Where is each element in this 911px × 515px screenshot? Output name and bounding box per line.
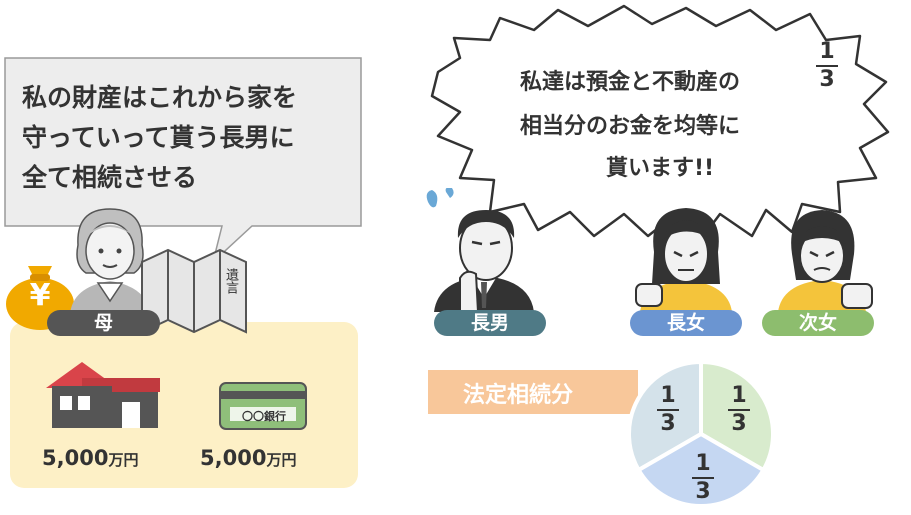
children-speech-line-3: 貰います!!: [606, 156, 715, 181]
house-amount-value: 5,000: [42, 446, 109, 470]
pie-slice-3: [635, 431, 767, 508]
pie-slice-1-num: 1: [660, 383, 676, 408]
bank-amount-unit: 万円: [266, 451, 297, 469]
pie-slice-1-label: 1 3: [657, 384, 679, 436]
pie-slice-2-label: 1 3: [728, 384, 750, 436]
house-amount: 5,000万円: [42, 446, 138, 470]
children-speech-bubble: [430, 4, 890, 240]
second-daughter-avatar: [778, 210, 873, 312]
speech-fraction: 1 3: [816, 40, 838, 92]
bank-card-icon: [219, 382, 307, 430]
children-speech-line-2: 相当分のお金を均等に: [520, 114, 741, 139]
legal-share-pie: [627, 359, 775, 508]
speech-fraction-num: 1: [819, 39, 835, 64]
mother-label: 母: [47, 310, 160, 336]
pie-slice-1-bar: [657, 409, 679, 411]
house-icon: [46, 362, 160, 428]
eldest-son-avatar: [426, 188, 534, 312]
pie-slice-2-num: 1: [731, 383, 747, 408]
yen-symbol: ¥: [29, 278, 51, 313]
eldest-son-label: 長男: [434, 310, 546, 336]
pie-slice-2-den: 3: [731, 411, 747, 436]
legal-share-banner: [428, 370, 638, 414]
legal-share-title: 法定相続分: [463, 383, 574, 408]
pie-slice-3-label: 1 3: [692, 452, 714, 504]
pie-slice-2-bar: [728, 409, 750, 411]
house-amount-unit: 万円: [108, 451, 139, 469]
mother-speech-line-2: 守っていって貰う長男に: [22, 123, 295, 152]
children-speech-line-1: 私達は預金と不動産の: [520, 70, 741, 95]
will-document-icon: [141, 248, 247, 334]
mother-speech-line-1: 私の財産はこれから家を: [22, 83, 298, 112]
second-daughter-label: 次女: [762, 310, 874, 336]
pie-slice-1-den: 3: [660, 411, 676, 436]
eldest-daughter-avatar: [635, 208, 732, 312]
eldest-daughter-label: 長女: [630, 310, 742, 336]
mother-avatar: [70, 208, 150, 315]
bank-name: 〇〇銀行: [242, 410, 286, 423]
mother-speech-line-3: 全て相続させる: [22, 163, 198, 192]
pie-slice-3-num: 1: [695, 451, 711, 476]
will-text: 遺言: [223, 268, 238, 294]
bank-amount-value: 5,000: [200, 446, 267, 470]
pie-slice-3-bar: [692, 477, 714, 479]
speech-fraction-den: 3: [819, 67, 835, 92]
pie-slice-3-den: 3: [695, 479, 711, 504]
speech-fraction-bar: [816, 65, 838, 67]
mother-speech-text: 私の財産はこれから家を 守っていって貰う長男に 全て相続させる: [22, 78, 297, 198]
bank-amount: 5,000万円: [200, 446, 296, 470]
